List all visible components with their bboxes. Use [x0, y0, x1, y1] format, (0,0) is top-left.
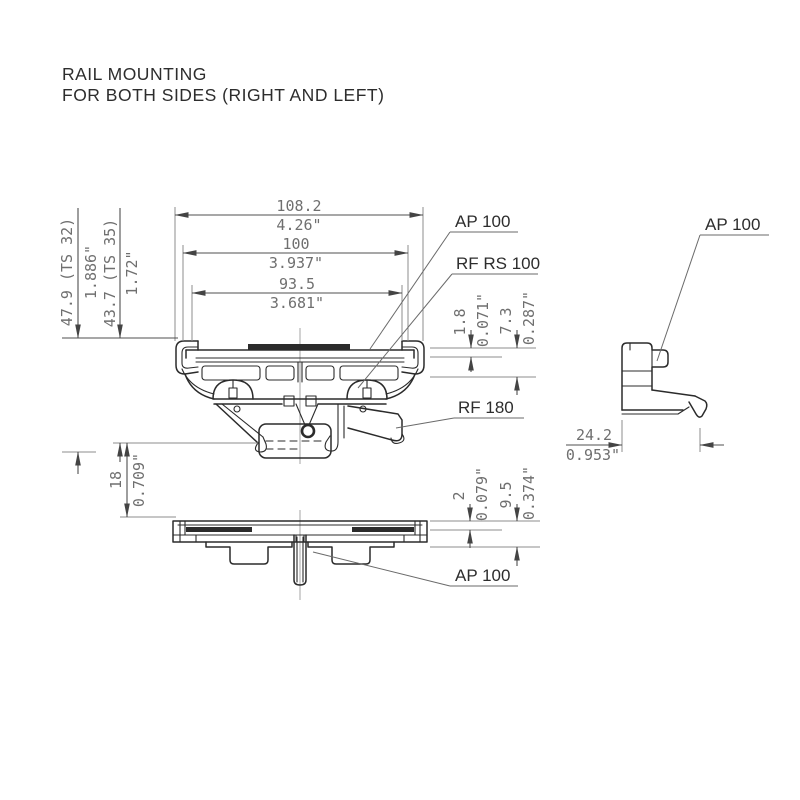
foot-profile — [258, 423, 332, 459]
label-ap100-front: AP 100 — [455, 212, 510, 231]
side-view-profile — [621, 342, 708, 418]
dim-lip-mm: 1.8 — [451, 308, 469, 335]
title-line-1: RAIL MOUNTING — [62, 64, 207, 84]
front-view-profile — [175, 340, 425, 459]
dim-recess-in: 0.079" — [473, 467, 491, 521]
side-view-dimension: 24.2 0.953" — [566, 420, 724, 464]
dim-offset-in: 0.709" — [130, 453, 148, 507]
dim-overall-width-mm: 108.2 — [276, 197, 321, 215]
label-ap100-bottom: AP 100 — [455, 566, 510, 585]
dim-inner-width-in: 3.681" — [270, 294, 324, 312]
recess-strip-left — [186, 527, 252, 532]
dim-mid-width-in: 3.937" — [269, 254, 323, 272]
title-line-2: FOR BOTH SIDES (RIGHT AND LEFT) — [62, 85, 384, 105]
right-upper-dimensions: 1.8 0.071" 7.3 0.287" — [430, 291, 538, 395]
dim-step-mm: 7.3 — [497, 307, 515, 334]
callout-ap100-bottom: AP 100 — [312, 551, 518, 587]
top-dimensions: 108.2 4.26" 100 3.937" 93.5 3.681" — [174, 197, 424, 341]
dim-depth-in: 0.953" — [566, 446, 620, 464]
pivot-pin — [300, 423, 316, 439]
rail-contact-strip — [248, 344, 350, 350]
dim-inner-width-mm: 93.5 — [279, 275, 315, 293]
dim-recess-mm: 2 — [450, 491, 468, 500]
dim-lip-in: 0.071" — [474, 293, 492, 347]
dim-step-in: 0.287" — [520, 291, 538, 345]
dim-tab-in: 0.374" — [520, 466, 538, 520]
dim-height-ts32-mm: 47.9 (TS 32) — [58, 218, 76, 326]
dim-offset-mm: 18 — [107, 471, 125, 489]
drawing-title: RAIL MOUNTING FOR BOTH SIDES (RIGHT AND … — [62, 64, 384, 105]
center-stem — [293, 534, 307, 586]
bottom-view-profile — [172, 520, 428, 586]
label-ap100-side: AP 100 — [705, 215, 760, 234]
right-lower-dimensions: 2 0.079" 9.5 0.374" — [430, 466, 540, 566]
dim-tab-mm: 9.5 — [497, 481, 515, 508]
dim-height-ts35-mm: 43.7 (TS 35) — [101, 219, 119, 327]
callout-ap100-front: AP 100 — [369, 212, 518, 350]
recess-strip-right — [352, 527, 414, 532]
label-rfrs100: RF RS 100 — [456, 254, 540, 273]
dim-height-ts32-in: 1.886" — [82, 245, 100, 299]
dim-height-ts35-in: 1.72" — [123, 250, 141, 295]
dim-depth-mm: 24.2 — [576, 426, 612, 444]
callout-ap100-side: AP 100 — [656, 215, 769, 362]
left-dimensions: 47.9 (TS 32) 1.886" 43.7 (TS 35) 1.72" 1… — [58, 208, 258, 518]
callout-rfrs100: RF RS 100 — [357, 254, 540, 389]
callout-rf180: RF 180 — [395, 398, 524, 429]
label-rf180: RF 180 — [458, 398, 514, 417]
dim-mid-width-mm: 100 — [282, 235, 309, 253]
dim-overall-width-in: 4.26" — [276, 216, 321, 234]
